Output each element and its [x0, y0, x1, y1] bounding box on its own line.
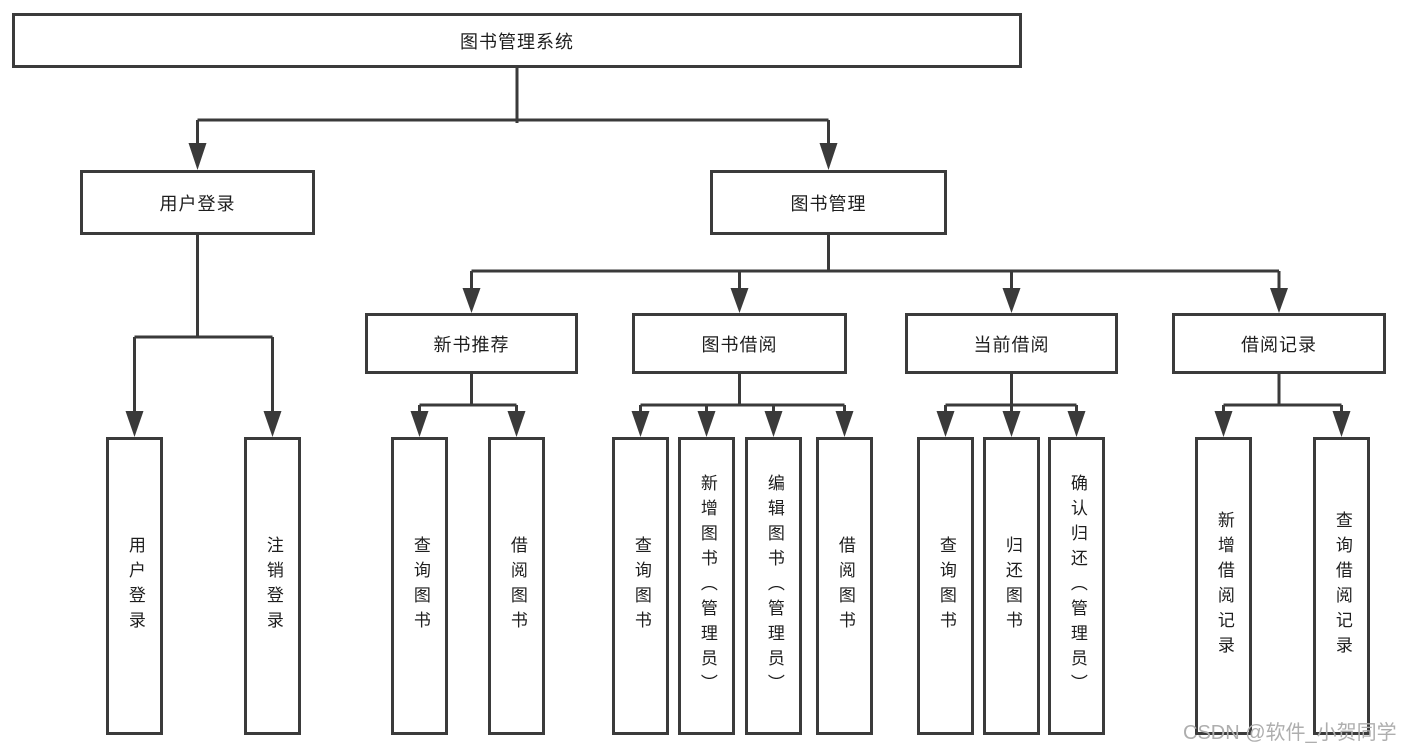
leaf-edit-book-admin: 编辑图书（管理员）	[745, 437, 802, 735]
leaf-label: 编辑图书（管理员）	[764, 473, 784, 699]
node-label: 借阅记录	[1241, 334, 1317, 355]
leaf-return-books: 归还图书	[983, 437, 1040, 735]
csdn-watermark: CSDN @软件_小贺同学	[1183, 722, 1397, 744]
node-book-management: 图书管理	[710, 170, 947, 235]
leaf-query-books-borrowing: 查询图书	[612, 437, 669, 735]
node-label: 新书推荐	[433, 334, 510, 355]
node-user-login: 用户登录	[80, 170, 315, 235]
leaf-label: 用户登录	[125, 536, 145, 636]
leaf-confirm-return-admin: 确认归还（管理员）	[1048, 437, 1105, 735]
node-library-management-system: 图书管理系统	[12, 13, 1022, 68]
leaf-label: 查询图书	[936, 536, 956, 636]
node-new-book-recommendation: 新书推荐	[365, 313, 578, 374]
leaf-label: 新增图书（管理员）	[697, 473, 717, 699]
node-label: 用户登录	[159, 193, 236, 214]
node-label: 图书借阅	[701, 334, 778, 355]
node-borrowing-records: 借阅记录	[1172, 313, 1386, 374]
node-label: 图书管理	[790, 193, 867, 214]
leaf-add-book-admin: 新增图书（管理员）	[678, 437, 735, 735]
node-label: 图书管理系统	[460, 31, 574, 52]
leaf-label: 借阅图书	[835, 536, 855, 636]
leaf-borrow-books-borrowing: 借阅图书	[816, 437, 873, 735]
leaf-borrow-books-recommend: 借阅图书	[488, 437, 545, 735]
leaf-query-borrow-record: 查询借阅记录	[1313, 437, 1370, 735]
leaf-label: 查询图书	[410, 536, 430, 636]
leaf-logout: 注销登录	[244, 437, 301, 735]
leaf-label: 借阅图书	[507, 536, 527, 636]
leaf-label: 新增借阅记录	[1214, 511, 1234, 661]
leaf-user-login: 用户登录	[106, 437, 163, 735]
leaf-label: 查询借阅记录	[1332, 511, 1352, 661]
leaf-label: 确认归还（管理员）	[1067, 473, 1087, 699]
leaf-label: 归还图书	[1002, 536, 1022, 636]
leaf-query-books-recommend: 查询图书	[391, 437, 448, 735]
leaf-add-borrow-record: 新增借阅记录	[1195, 437, 1252, 735]
leaf-query-books-current: 查询图书	[917, 437, 974, 735]
node-book-borrowing: 图书借阅	[632, 313, 847, 374]
node-label: 当前借阅	[973, 334, 1050, 355]
leaf-label: 注销登录	[263, 536, 283, 636]
leaf-label: 查询图书	[631, 536, 651, 636]
node-current-borrowing: 当前借阅	[905, 313, 1118, 374]
